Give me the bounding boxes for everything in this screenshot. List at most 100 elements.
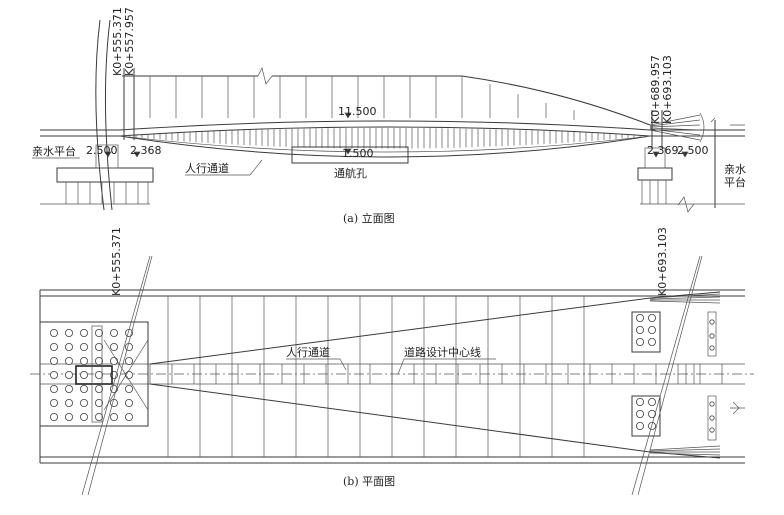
deck-top xyxy=(40,120,745,131)
pile-hole xyxy=(95,342,104,351)
pile-hole xyxy=(648,337,657,346)
deck-top-2 xyxy=(40,126,745,137)
post-hole xyxy=(709,345,715,351)
pile-hole xyxy=(125,356,134,365)
deck-ribs xyxy=(123,127,647,149)
pile-hole xyxy=(50,370,59,379)
plan-caption: (b) 平面图 xyxy=(343,475,395,488)
pile-hole xyxy=(95,370,104,379)
right-post-break xyxy=(710,117,745,126)
plan-cross-beams xyxy=(167,296,585,457)
nav-hole-label: 通航孔 xyxy=(334,166,367,180)
right-fan-lines-bottom xyxy=(649,445,721,456)
pile-hole xyxy=(80,412,89,421)
pile-hole xyxy=(125,342,134,351)
nav-clearance-box xyxy=(291,146,409,164)
pile-hole xyxy=(95,398,104,407)
pile-hole xyxy=(110,342,119,351)
right-fan-anchor xyxy=(649,112,705,143)
left-platform-label: 亲水平台 xyxy=(32,144,76,158)
pile-hole xyxy=(95,412,104,421)
pile-hole xyxy=(636,397,645,406)
right-fan-lines-top xyxy=(649,293,721,304)
pile-hole xyxy=(80,384,89,393)
plan-right-pile-cap-top xyxy=(631,311,661,353)
post-hole xyxy=(709,333,715,339)
pile-hole xyxy=(65,384,74,393)
plan-station-left: K0+555.371 xyxy=(110,227,123,296)
pile-hole xyxy=(80,328,89,337)
left-pile-cap xyxy=(56,167,154,183)
dim-nav-clear: 1.500 xyxy=(342,147,374,160)
elevation-view: 2.500 2.368 11.500 1.500 2.369 2.500 亲水平… xyxy=(32,7,746,225)
pile-hole xyxy=(80,356,89,365)
pile-hole xyxy=(110,412,119,421)
elev-station-right-1: K0+689.957 xyxy=(649,55,662,124)
break-symbol-top xyxy=(257,66,273,85)
right-pile-cap xyxy=(637,167,673,181)
post-hole xyxy=(709,427,715,433)
pile-hole xyxy=(648,313,657,322)
right-platform-label-1: 亲水 xyxy=(724,162,746,176)
post-hole xyxy=(709,401,715,407)
right-pier xyxy=(644,147,666,169)
pile-hole xyxy=(80,398,89,407)
pile-hole xyxy=(125,412,134,421)
dim-right-outer: 2.500 xyxy=(677,144,709,157)
pile-hole xyxy=(80,342,89,351)
post-hole xyxy=(709,319,715,325)
deck-bottom xyxy=(119,135,651,158)
plan-right-pile-cap-bottom xyxy=(631,395,661,437)
pile-hole xyxy=(65,342,74,351)
pile-hole xyxy=(80,370,89,379)
left-piles xyxy=(65,182,149,204)
plan-right-post-bottom xyxy=(707,395,717,441)
pile-hole xyxy=(110,398,119,407)
dim-left-outer: 2.500 xyxy=(86,144,118,157)
pile-hole xyxy=(636,313,645,322)
left-arch-curve-1 xyxy=(95,19,105,211)
pile-hole xyxy=(636,337,645,346)
plan-walkway-leader-2 xyxy=(339,358,347,371)
elev-station-left-2: K0+557.957 xyxy=(123,7,136,76)
pile-hole xyxy=(95,356,104,365)
dim-left-inner: 2.368 xyxy=(130,144,162,157)
pile-hole xyxy=(65,370,74,379)
pile-hole xyxy=(65,412,74,421)
dim-right-inner: 2.369 xyxy=(647,144,679,157)
plan-right-post-top xyxy=(707,311,717,357)
plan-view: 人行通道 道路设计中心线 K0+555.371 K0+693.103 (b) 平… xyxy=(30,227,754,496)
bottom-break xyxy=(40,196,745,213)
pile-hole xyxy=(50,356,59,365)
pile-hole xyxy=(125,370,134,379)
post-hole xyxy=(709,415,715,421)
pile-hole xyxy=(648,409,657,418)
pile-hole xyxy=(95,384,104,393)
plan-left-column xyxy=(91,325,103,423)
pile-hole xyxy=(50,384,59,393)
elevation-caption: (a) 立面图 xyxy=(343,211,395,225)
walkway-label: 人行通道 xyxy=(185,161,229,175)
plan-right-diagonals xyxy=(631,255,703,496)
left-arch-curve-2 xyxy=(104,19,113,211)
plan-left-diagonals xyxy=(81,255,153,496)
pile-hole xyxy=(636,409,645,418)
right-platform-label-2: 平台 xyxy=(724,175,746,189)
plan-centerline-label: 道路设计中心线 xyxy=(404,345,481,359)
plan-left-anchor xyxy=(75,365,113,385)
elevation-top-chord xyxy=(122,75,651,126)
plan-station-right: K0+693.103 xyxy=(656,227,669,296)
plan-centerline-leader-2 xyxy=(397,358,405,375)
elev-station-left-1: K0+555.371 xyxy=(111,7,124,76)
pile-hole xyxy=(648,397,657,406)
pile-hole xyxy=(648,421,657,430)
plan-left-pile-cap xyxy=(39,321,149,427)
dim-mid-top: 11.500 xyxy=(338,105,377,118)
elev-station-right-2: K0+693.103 xyxy=(661,55,674,124)
pile-hole xyxy=(65,398,74,407)
pile-hole xyxy=(50,412,59,421)
deck-bottom-2 xyxy=(119,135,651,153)
walkway-leader-2 xyxy=(249,159,263,176)
pile-hole xyxy=(110,356,119,365)
